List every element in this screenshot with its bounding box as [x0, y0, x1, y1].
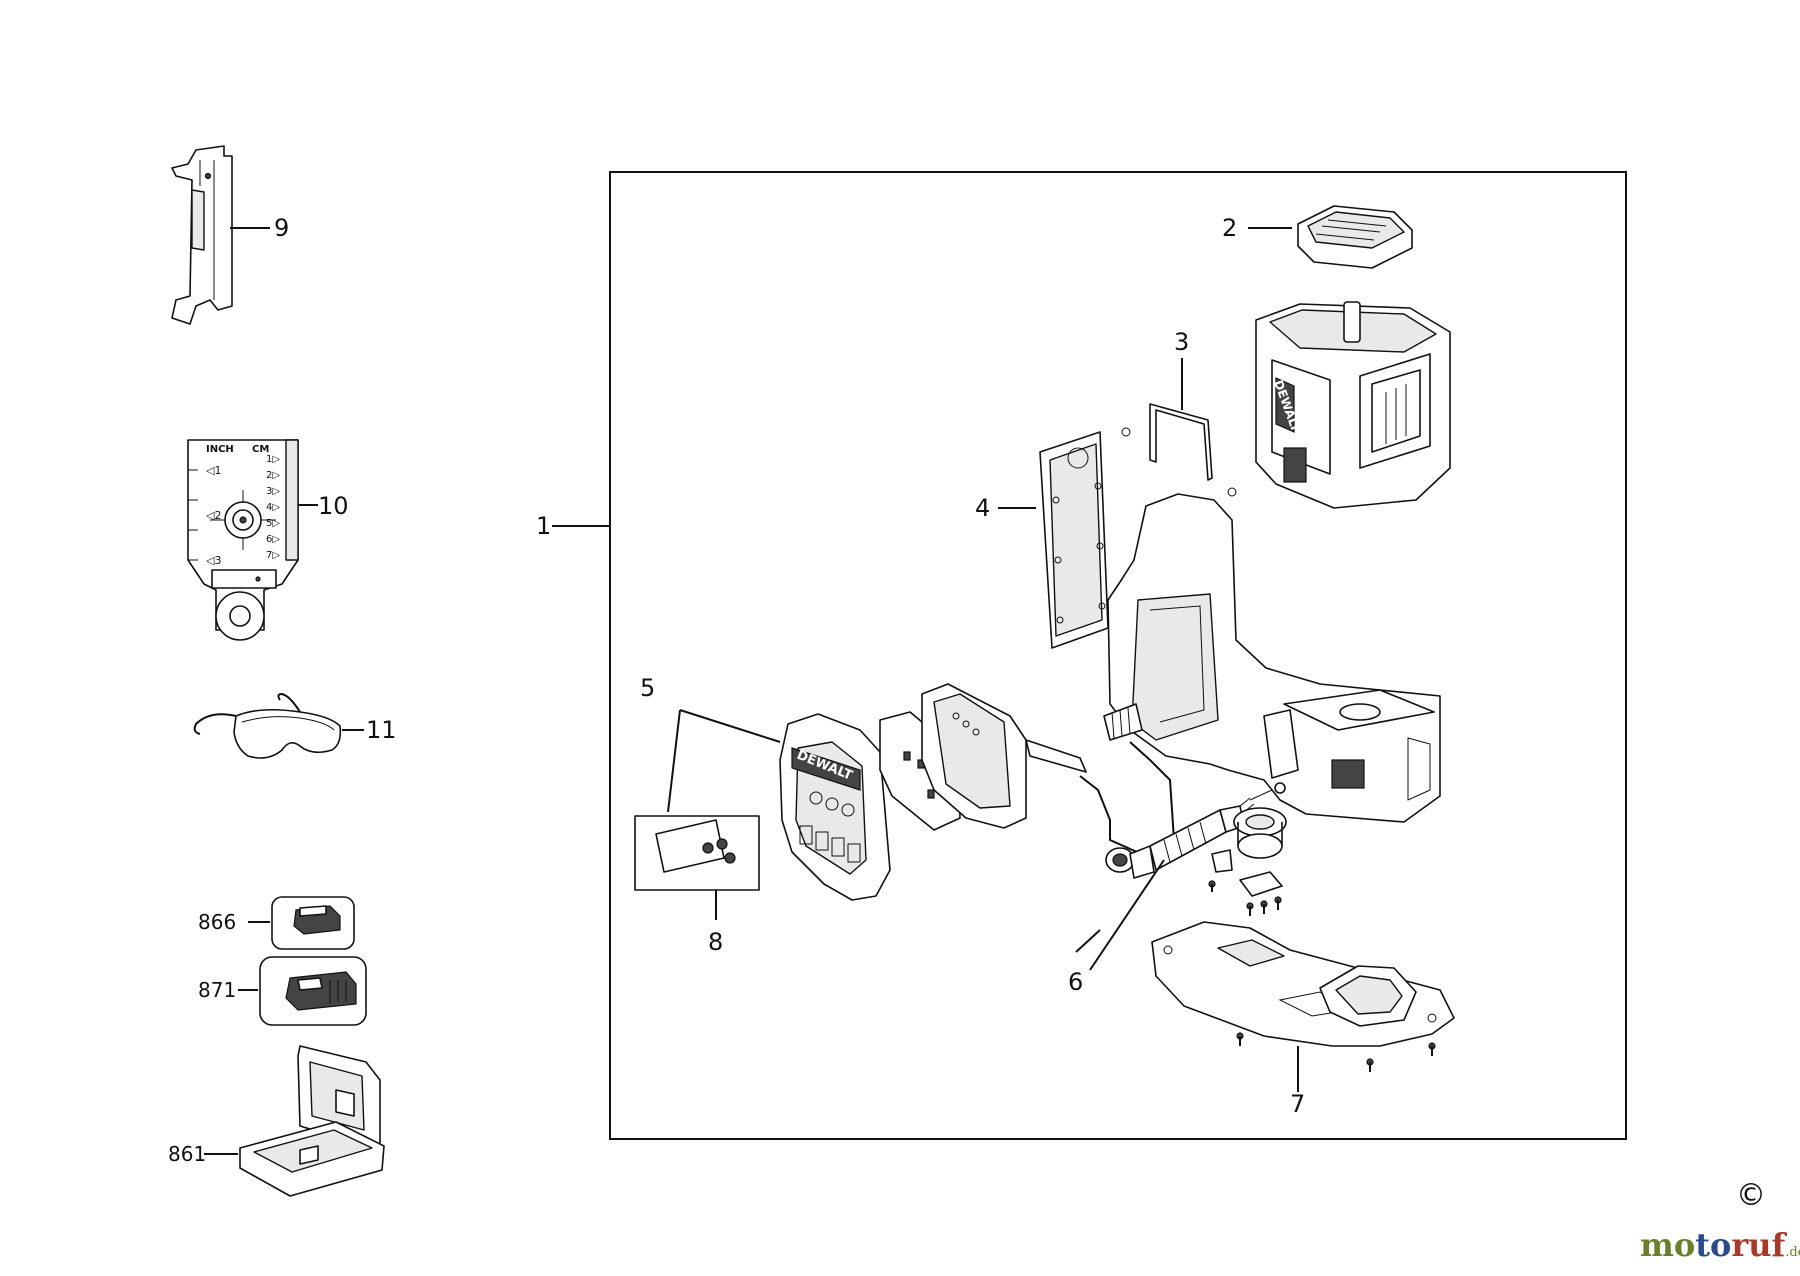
callout-5: 5: [640, 674, 656, 702]
part-9-bracket: [171, 145, 270, 325]
back-cover: [779, 713, 891, 901]
cm-mark: 5▷: [266, 518, 280, 529]
callout-3: 3: [1174, 328, 1190, 356]
part-861-case: [204, 1045, 385, 1197]
callout-10: 10: [318, 492, 349, 520]
laser-head-unit: [1255, 301, 1451, 509]
battery-module: [921, 683, 1087, 829]
inch-mark: ◁1: [206, 464, 221, 477]
callout-4: 4: [975, 494, 991, 522]
leader-lines: [552, 525, 1101, 953]
callout-1: 1: [536, 512, 552, 540]
cm-mark: 6▷: [266, 534, 280, 545]
watermark-part2: to: [1695, 1226, 1732, 1264]
callout-866: 866: [198, 910, 237, 934]
part-871-charger: [238, 956, 367, 1026]
watermark-part3: ruf: [1731, 1226, 1786, 1264]
cm-mark: 1▷: [266, 454, 280, 465]
watermark-logo: motoruf.de: [1640, 1226, 1800, 1264]
callout-871: 871: [198, 978, 237, 1002]
part-2-cap: [1248, 205, 1413, 269]
part-8-inset: [634, 815, 760, 920]
callout-6: 6: [1068, 968, 1084, 996]
main-housing: [1103, 493, 1441, 823]
cm-mark: 7▷: [266, 550, 280, 561]
part-3-gasket: [1121, 358, 1237, 497]
watermark-part1: mo: [1640, 1226, 1696, 1264]
callout-8: 8: [708, 928, 724, 956]
part-11-glasses: [193, 692, 364, 759]
target-inch-marks: ◁1 ◁2 ◁3: [206, 464, 221, 567]
callout-7: 7: [1290, 1090, 1306, 1118]
pendulum-assembly: [1208, 807, 1287, 916]
target-cm-marks: 1▷ 2▷ 3▷ 4▷ 5▷ 6▷ 7▷: [266, 454, 280, 561]
part-10-target-plate: [187, 439, 318, 641]
callout-2: 2: [1222, 214, 1238, 242]
target-header-inch: INCH: [206, 444, 234, 455]
watermark-tld: .de: [1785, 1245, 1800, 1260]
inch-mark: ◁2: [206, 509, 221, 522]
copyright-symbol: ©: [1736, 1178, 1766, 1213]
callout-11: 11: [366, 716, 397, 744]
target-header-cm: CM: [252, 444, 269, 455]
inch-mark: ◁3: [206, 554, 221, 567]
callout-9: 9: [274, 214, 290, 242]
cm-mark: 3▷: [266, 486, 280, 497]
callout-861: 861: [168, 1142, 207, 1166]
cm-mark: 2▷: [266, 470, 280, 481]
part-866-battery: [248, 896, 355, 950]
cm-mark: 4▷: [266, 502, 280, 513]
assembly-frame: [609, 171, 1627, 1140]
part-4-seal-plate: [998, 431, 1109, 649]
part-6-spring: [1089, 782, 1286, 971]
part-7-base-plate: [1151, 921, 1455, 1092]
